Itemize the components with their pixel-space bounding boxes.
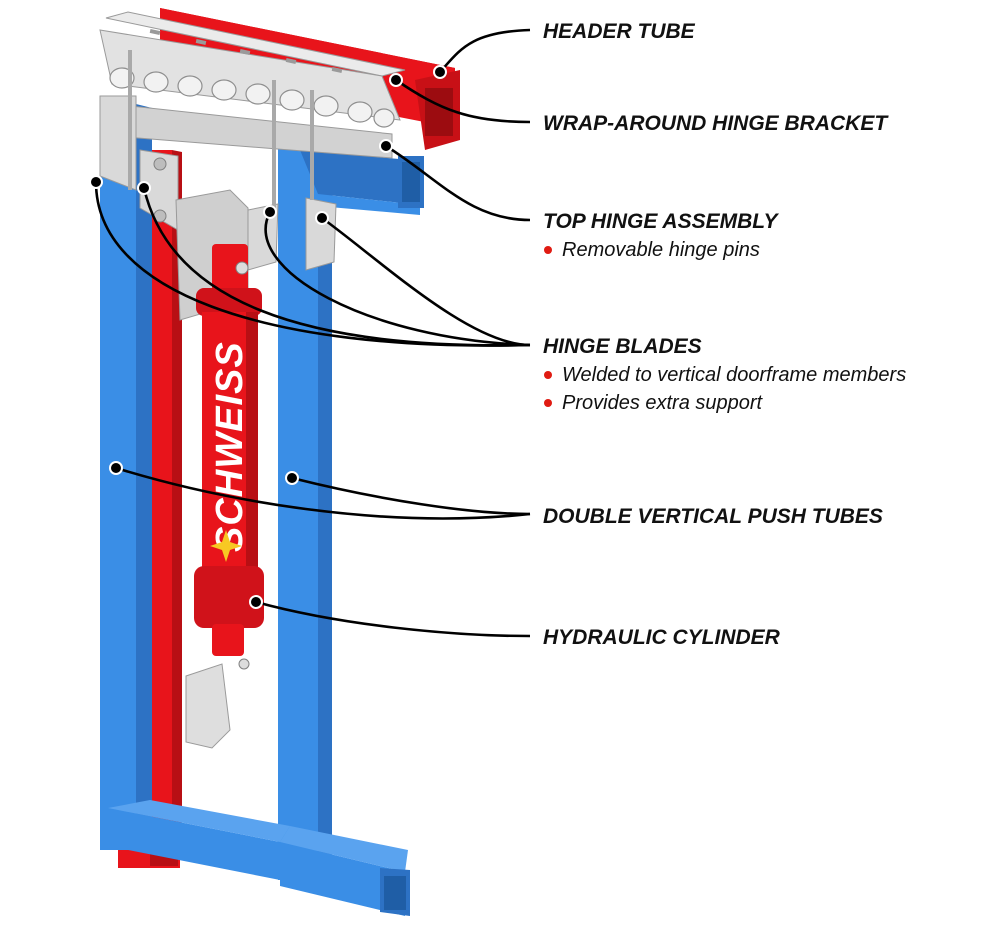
cylinder-bottom-mount bbox=[185, 663, 231, 749]
callout-dot bbox=[89, 175, 103, 189]
leader-blade-4 bbox=[321, 216, 531, 347]
bracket-slots bbox=[149, 29, 343, 73]
leader-blade-2 bbox=[142, 187, 531, 347]
cylinder-top-clevis bbox=[212, 244, 248, 294]
callout-dot bbox=[109, 461, 123, 475]
callout-dot bbox=[315, 211, 329, 225]
blue-bottom-end-opening bbox=[384, 876, 406, 910]
blue-bottom-left-top bbox=[108, 800, 290, 842]
red-vertical-tube bbox=[148, 150, 172, 840]
leader-lines bbox=[94, 28, 531, 638]
cylinder-barrel-shade bbox=[246, 312, 258, 572]
callout-dot bbox=[137, 181, 151, 195]
mount-bolt bbox=[153, 157, 167, 171]
bullet bbox=[544, 371, 552, 379]
blue-bottom-right bbox=[280, 842, 405, 916]
leader-push-tube-left bbox=[115, 466, 531, 520]
callout-dot bbox=[249, 595, 263, 609]
label-top-hinge: TOP HINGE ASSEMBLY bbox=[543, 210, 780, 233]
cylinder-bottom-cap bbox=[194, 566, 264, 628]
leader-header-tube bbox=[439, 28, 531, 73]
red-vertical-tube-side bbox=[172, 150, 182, 840]
callout-dot bbox=[389, 73, 403, 87]
blue-left-vertical-side bbox=[136, 104, 152, 840]
bullet bbox=[544, 246, 552, 254]
callout-dots bbox=[89, 65, 447, 609]
hinge-knuckles bbox=[109, 67, 395, 128]
blue-bottom-left bbox=[108, 808, 280, 880]
hydraulic-cylinder: SCHWEISS bbox=[185, 244, 264, 749]
blue-bottom-right-top bbox=[280, 826, 408, 872]
brand-star-icon bbox=[210, 530, 242, 562]
cylinder-rod-end bbox=[212, 624, 244, 656]
blue-top-cross bbox=[300, 150, 420, 205]
bullet-text: Provides extra support bbox=[562, 392, 764, 414]
blue-top-cross-opening bbox=[402, 162, 420, 202]
callout-dot bbox=[285, 471, 299, 485]
callout-dot bbox=[379, 139, 393, 153]
label-push-tubes: DOUBLE VERTICAL PUSH TUBES bbox=[543, 505, 883, 528]
hinge-bracket-top-plate bbox=[105, 11, 406, 77]
leader-hinge-bracket bbox=[395, 78, 531, 124]
label-hinge-bracket: WRAP-AROUND HINGE BRACKET bbox=[543, 112, 889, 135]
label-hydraulic-cylinder: HYDRAULIC CYLINDER bbox=[543, 626, 781, 649]
bullet-text: Removable hinge pins bbox=[562, 239, 760, 261]
blue-top-cross-face bbox=[318, 194, 420, 215]
label-header-tube: HEADER TUBE bbox=[543, 20, 696, 43]
leader-top-hinge bbox=[385, 144, 531, 222]
header-tube-end-opening bbox=[425, 88, 453, 136]
callout-dot bbox=[263, 205, 277, 219]
cylinder-bottom-pin bbox=[238, 658, 250, 670]
hinge-blade-left bbox=[99, 95, 137, 191]
hinge-blade-right bbox=[305, 197, 337, 271]
leader-push-tube-right bbox=[291, 476, 531, 516]
cylinder-top-pin bbox=[235, 261, 249, 275]
leader-cylinder bbox=[255, 600, 531, 638]
callout-dot bbox=[433, 65, 447, 79]
cylinder-top-cap bbox=[196, 288, 262, 316]
bullet-text: Welded to vertical doorframe members bbox=[562, 364, 906, 386]
brand-logo-text: SCHWEISS bbox=[209, 341, 251, 552]
label-hinge-blades: HINGE BLADES bbox=[543, 335, 702, 358]
bullet bbox=[544, 399, 552, 407]
labels: HEADER TUBE WRAP-AROUND HINGE BRACKET TO… bbox=[543, 20, 906, 649]
leader-blade-3 bbox=[264, 211, 531, 347]
